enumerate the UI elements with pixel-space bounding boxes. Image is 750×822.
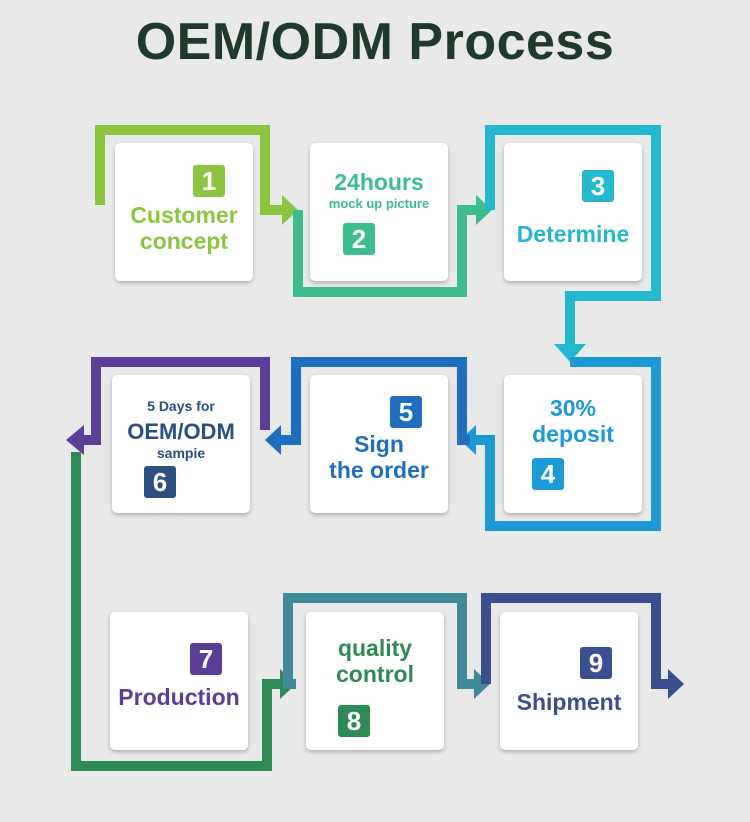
- step-label-line0-6: 5 Days for: [147, 398, 215, 414]
- step-card-3: 3 Determine: [504, 143, 642, 281]
- step-label-line2-2: mock up picture: [328, 196, 430, 211]
- page-title: OEM/ODM Process: [135, 13, 615, 71]
- arrow-head-3: [554, 344, 586, 362]
- step-card-2: 24hours mock up picture 2: [310, 143, 448, 281]
- connector-3: [485, 125, 661, 344]
- step-label-line2-1: concept: [139, 228, 229, 254]
- connector-6: [84, 357, 270, 445]
- step-label-line1-9: Shipment: [516, 689, 622, 715]
- step-number-badge-4: 4: [532, 458, 564, 490]
- step-label-line2-6: sampie: [156, 445, 206, 461]
- step-label-line2-8: control: [336, 661, 414, 687]
- step-card-7: 7 Production: [110, 612, 248, 750]
- step-number-badge-3: 3: [582, 170, 614, 202]
- connector-9: [481, 593, 668, 689]
- connector-7: [71, 452, 280, 771]
- step-label-line1-5: Sign: [354, 431, 404, 457]
- arrow-head-1: [282, 195, 298, 225]
- step-label-line1-6: OEM/ODM: [127, 419, 235, 444]
- connector-1: [95, 125, 282, 215]
- arrow-head-2: [476, 195, 492, 225]
- step-label-line1-4: 30%: [549, 395, 597, 421]
- connector-5: [281, 357, 470, 445]
- step-card-4: 30% deposit 4: [504, 375, 642, 513]
- step-card-8: quality control 8: [306, 612, 444, 750]
- step-label-line1-7: Production: [118, 684, 240, 710]
- step-card-9: 9 Shipment: [500, 612, 638, 750]
- step-number-badge-5: 5: [390, 396, 422, 428]
- arrow-head-6: [66, 425, 84, 455]
- connector-4: [476, 357, 661, 531]
- step-number-badge-6: 6: [144, 466, 176, 498]
- step-number-badge-2: 2: [343, 223, 375, 255]
- step-card-5: 5 Sign the order: [310, 375, 448, 513]
- step-number-badge-9: 9: [580, 647, 612, 679]
- step-label-line2-4: deposit: [532, 421, 614, 447]
- step-label-line1-3: Determine: [516, 221, 630, 247]
- arrow-head-9: [668, 669, 684, 699]
- step-label-line1-2: 24hours: [334, 169, 424, 195]
- connector-8: [283, 593, 474, 689]
- step-label-line2-5: the order: [329, 457, 429, 483]
- connector-2: [293, 205, 478, 297]
- step-label-line1-8: quality: [337, 635, 413, 661]
- step-card-6: 5 Days for OEM/ODM sampie 6: [112, 375, 250, 513]
- step-card-1: 1 Customer concept: [115, 143, 253, 281]
- step-number-badge-8: 8: [338, 705, 370, 737]
- step-label-line1-1: Customer: [130, 202, 238, 228]
- step-number-badge-7: 7: [190, 643, 222, 675]
- arrow-head-5: [265, 425, 281, 455]
- step-number-badge-1: 1: [193, 165, 225, 197]
